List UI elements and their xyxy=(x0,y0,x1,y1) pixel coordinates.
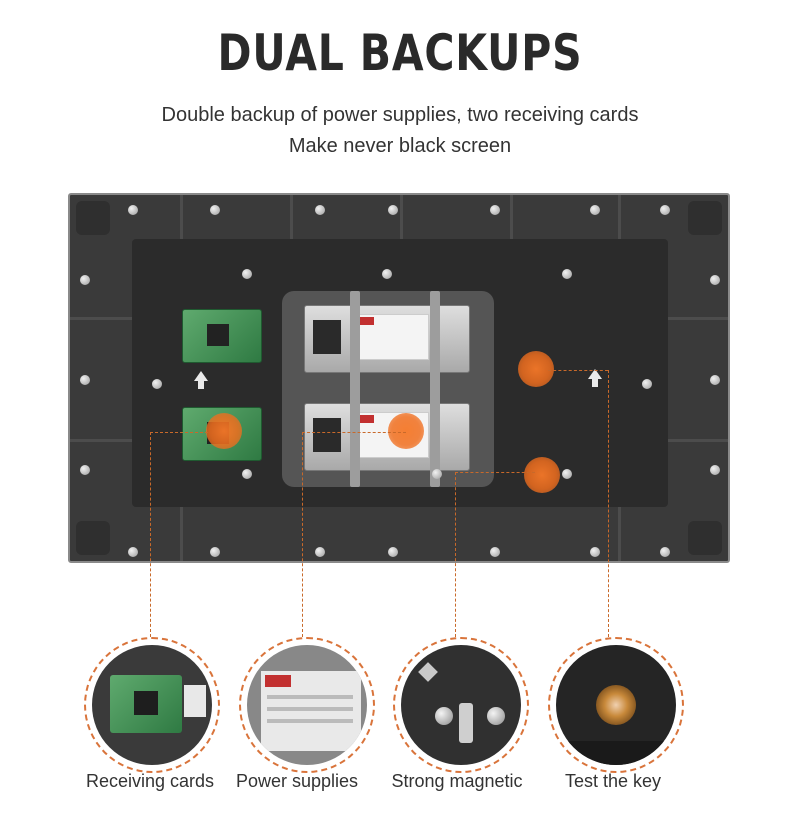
subtitle-line-2: Make never black screen xyxy=(288,135,512,157)
highlight-magnetic xyxy=(524,457,560,493)
arrow-up-icon xyxy=(588,369,602,379)
caption-test-the-key: Test the key xyxy=(564,771,662,791)
caption-power-supplies: Power supplies xyxy=(235,771,359,791)
test-key-closeup xyxy=(548,637,684,773)
hub-board xyxy=(132,239,668,507)
power-supplies-closeup xyxy=(239,637,375,773)
corner-lock xyxy=(688,521,722,555)
led-cabinet-back-image xyxy=(68,193,730,563)
strong-magnetic-closeup xyxy=(393,637,529,773)
corner-lock xyxy=(76,521,110,555)
power-supply-1 xyxy=(304,305,470,373)
caption-strong-magnetic: Strong magnetic xyxy=(391,771,523,791)
highlight-power-supply xyxy=(388,413,424,449)
highlight-test-key xyxy=(518,351,554,387)
subtitle-line-1: Double backup of power supplies, two rec… xyxy=(161,104,639,126)
highlight-receiving-card xyxy=(206,413,242,449)
power-supply-2 xyxy=(304,403,470,471)
page-title: DUAL BACKUPS xyxy=(217,24,583,82)
receiving-cards-closeup xyxy=(84,637,220,773)
receiving-card-1 xyxy=(182,309,262,363)
corner-lock xyxy=(688,201,722,235)
power-supply-bay xyxy=(282,291,494,487)
arrow-up-icon xyxy=(194,371,208,381)
corner-lock xyxy=(76,201,110,235)
caption-receiving-cards: Receiving cards xyxy=(85,771,215,791)
